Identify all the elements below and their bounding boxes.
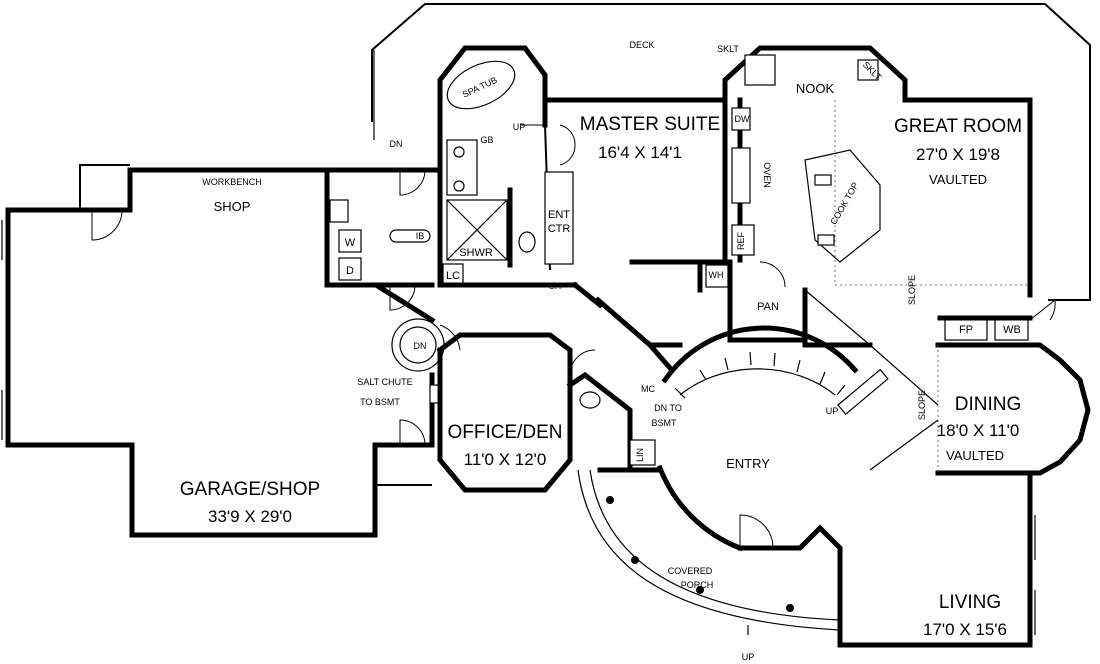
water-heater bbox=[705, 264, 729, 288]
slope-label: SLOPE bbox=[907, 275, 917, 305]
spa-tub bbox=[446, 60, 516, 110]
office-size: 11'0 X 12'0 bbox=[464, 450, 547, 469]
living-walls bbox=[837, 470, 1036, 648]
sink bbox=[329, 199, 349, 223]
dining-size: 18'0 X 11'0 bbox=[937, 421, 1020, 440]
skylight-label: SKLT bbox=[717, 44, 739, 54]
deck-label: DECK bbox=[629, 40, 654, 50]
kitchen-sink bbox=[744, 54, 776, 86]
curved-stair bbox=[661, 325, 889, 416]
office-name: OFFICE/DEN bbox=[447, 422, 562, 443]
shower-label: SHWR bbox=[459, 247, 493, 259]
kitchen-walls bbox=[722, 45, 1033, 298]
master-suite-name: MASTER SUITE bbox=[580, 114, 720, 135]
workbench-label: WORKBENCH bbox=[202, 177, 262, 187]
hall-walls bbox=[571, 281, 683, 372]
fireplace bbox=[937, 299, 1056, 341]
wood-box-label: WB bbox=[1003, 324, 1021, 336]
down-label: DN bbox=[390, 139, 403, 149]
salt-chute-label: TO BSMT bbox=[360, 397, 400, 407]
down-to-basement-label: DN TO bbox=[654, 403, 682, 413]
washer-label: W bbox=[345, 237, 356, 249]
water-heater-label: WH bbox=[709, 270, 724, 280]
covered-porch bbox=[577, 469, 841, 635]
great-room-name: GREAT ROOM bbox=[894, 116, 1022, 137]
master-suite-size: 16'4 X 14'1 bbox=[598, 143, 682, 162]
up-label: UP bbox=[742, 652, 755, 662]
entertainment-center-label: CTR bbox=[548, 223, 571, 235]
living-size: 17'0 X 15'6 bbox=[923, 620, 1007, 639]
linen-label: LIN bbox=[635, 448, 645, 462]
ironing-board-label: IB bbox=[416, 231, 425, 241]
media-closet-label: MC bbox=[641, 384, 655, 394]
up-label: UP bbox=[826, 406, 839, 416]
shower-label: SH bbox=[549, 281, 562, 291]
refrigerator-label: REF bbox=[736, 231, 746, 250]
entertainment-center-label: ENT bbox=[548, 209, 570, 221]
entry-walls bbox=[597, 464, 843, 568]
linen bbox=[629, 439, 656, 466]
garage-side-door bbox=[91, 209, 123, 241]
down-label: DN bbox=[414, 341, 427, 351]
laundry-stair bbox=[391, 318, 461, 404]
down-to-basement-label: BSMT bbox=[651, 418, 677, 428]
great-room-size: 27'0 X 19'8 bbox=[916, 145, 1000, 164]
dining-walls bbox=[869, 342, 1091, 476]
living-name: LIVING bbox=[939, 592, 1001, 613]
dryer bbox=[338, 257, 362, 281]
salt-chute-label: SALT CHUTE bbox=[357, 377, 412, 387]
covered-porch-label: PORCH bbox=[681, 580, 714, 590]
oven-label: OVEN bbox=[762, 162, 772, 188]
shop-name: SHOP bbox=[214, 199, 251, 214]
dishwasher-label: DW bbox=[735, 114, 750, 124]
office-walls bbox=[436, 332, 656, 493]
entertainment-center bbox=[544, 171, 574, 265]
pantry-walls bbox=[629, 259, 873, 348]
garage-size: 33'9 X 29'0 bbox=[208, 507, 292, 526]
garage-name: GARAGE/SHOP bbox=[180, 479, 320, 500]
fireplace-label: FP bbox=[959, 324, 973, 336]
slope-label: SLOPE bbox=[917, 390, 927, 420]
linen-closet-label: LC bbox=[446, 270, 460, 282]
deck-outline bbox=[371, 3, 1091, 301]
up-label: UP bbox=[513, 122, 526, 132]
great-room-note: VAULTED bbox=[929, 172, 987, 187]
dining-name: DINING bbox=[955, 394, 1022, 415]
master-bath-walls bbox=[437, 45, 728, 288]
entry-name: ENTRY bbox=[726, 456, 770, 471]
dryer-label: D bbox=[346, 265, 354, 277]
garage-entry-door bbox=[399, 419, 426, 446]
covered-porch-label: COVERED bbox=[668, 566, 713, 576]
ironing-board bbox=[389, 229, 431, 243]
toilet bbox=[518, 231, 536, 253]
nook-name: NOOK bbox=[796, 81, 835, 96]
washer bbox=[338, 229, 362, 253]
dining-note: VAULTED bbox=[946, 448, 1004, 463]
pantry-label: PAN bbox=[757, 301, 779, 313]
garden-bath-label: GB bbox=[480, 135, 493, 145]
